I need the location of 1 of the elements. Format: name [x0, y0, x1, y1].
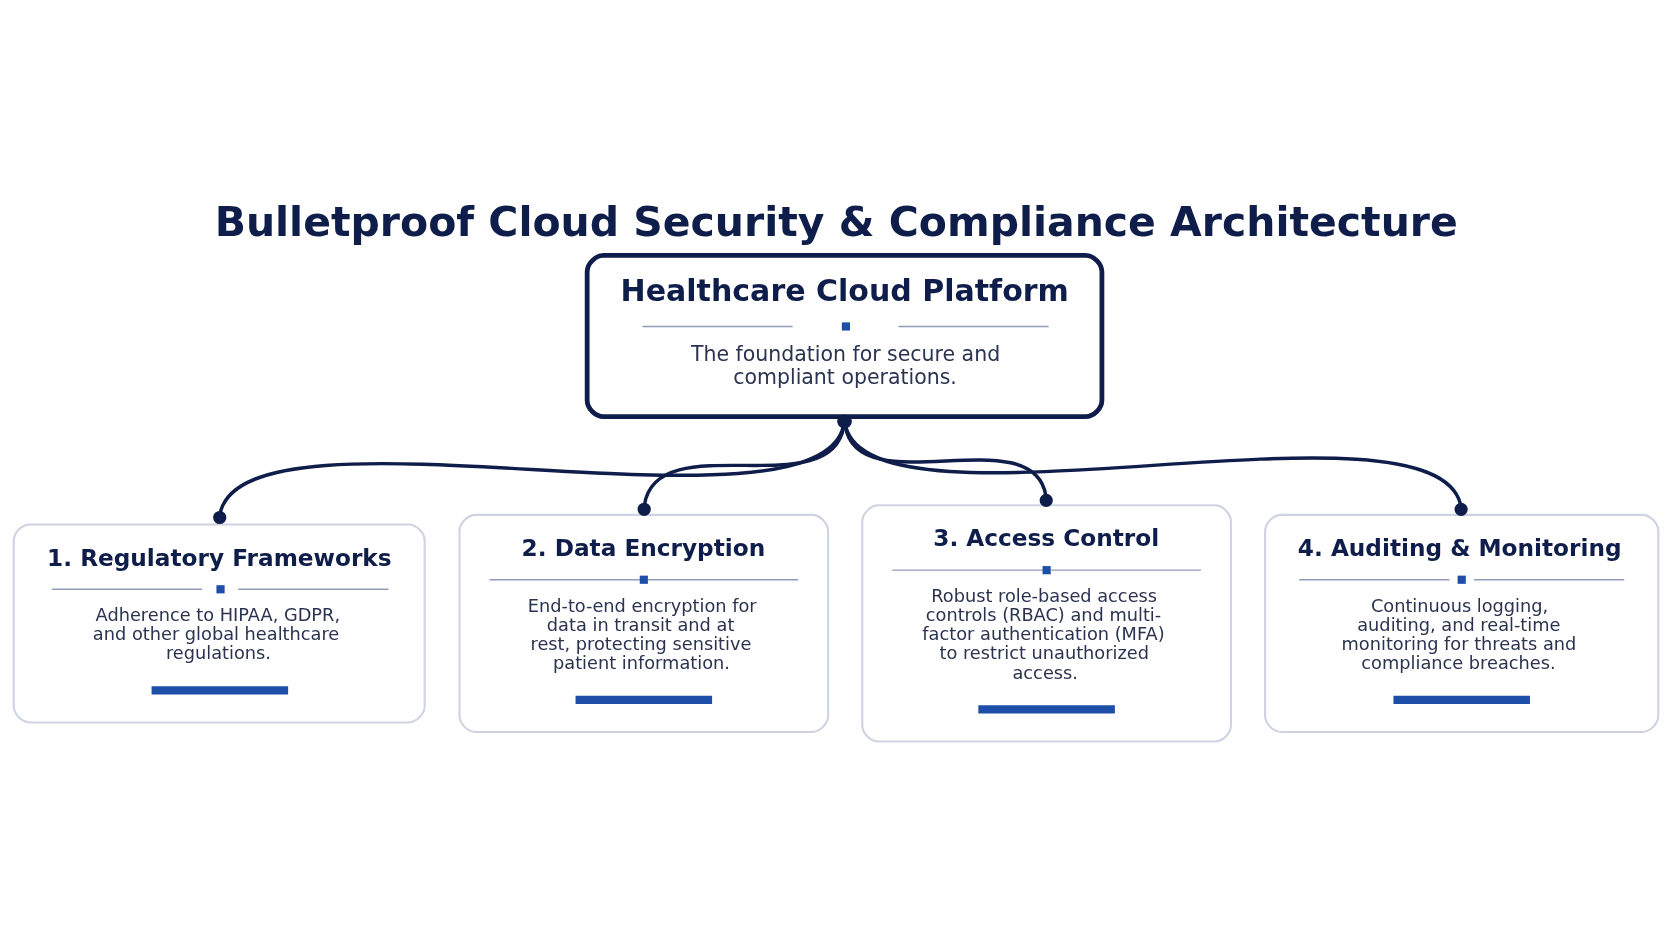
- diagram-title: Bulletproof Cloud Security & Compliance Architecture: [214, 198, 1458, 247]
